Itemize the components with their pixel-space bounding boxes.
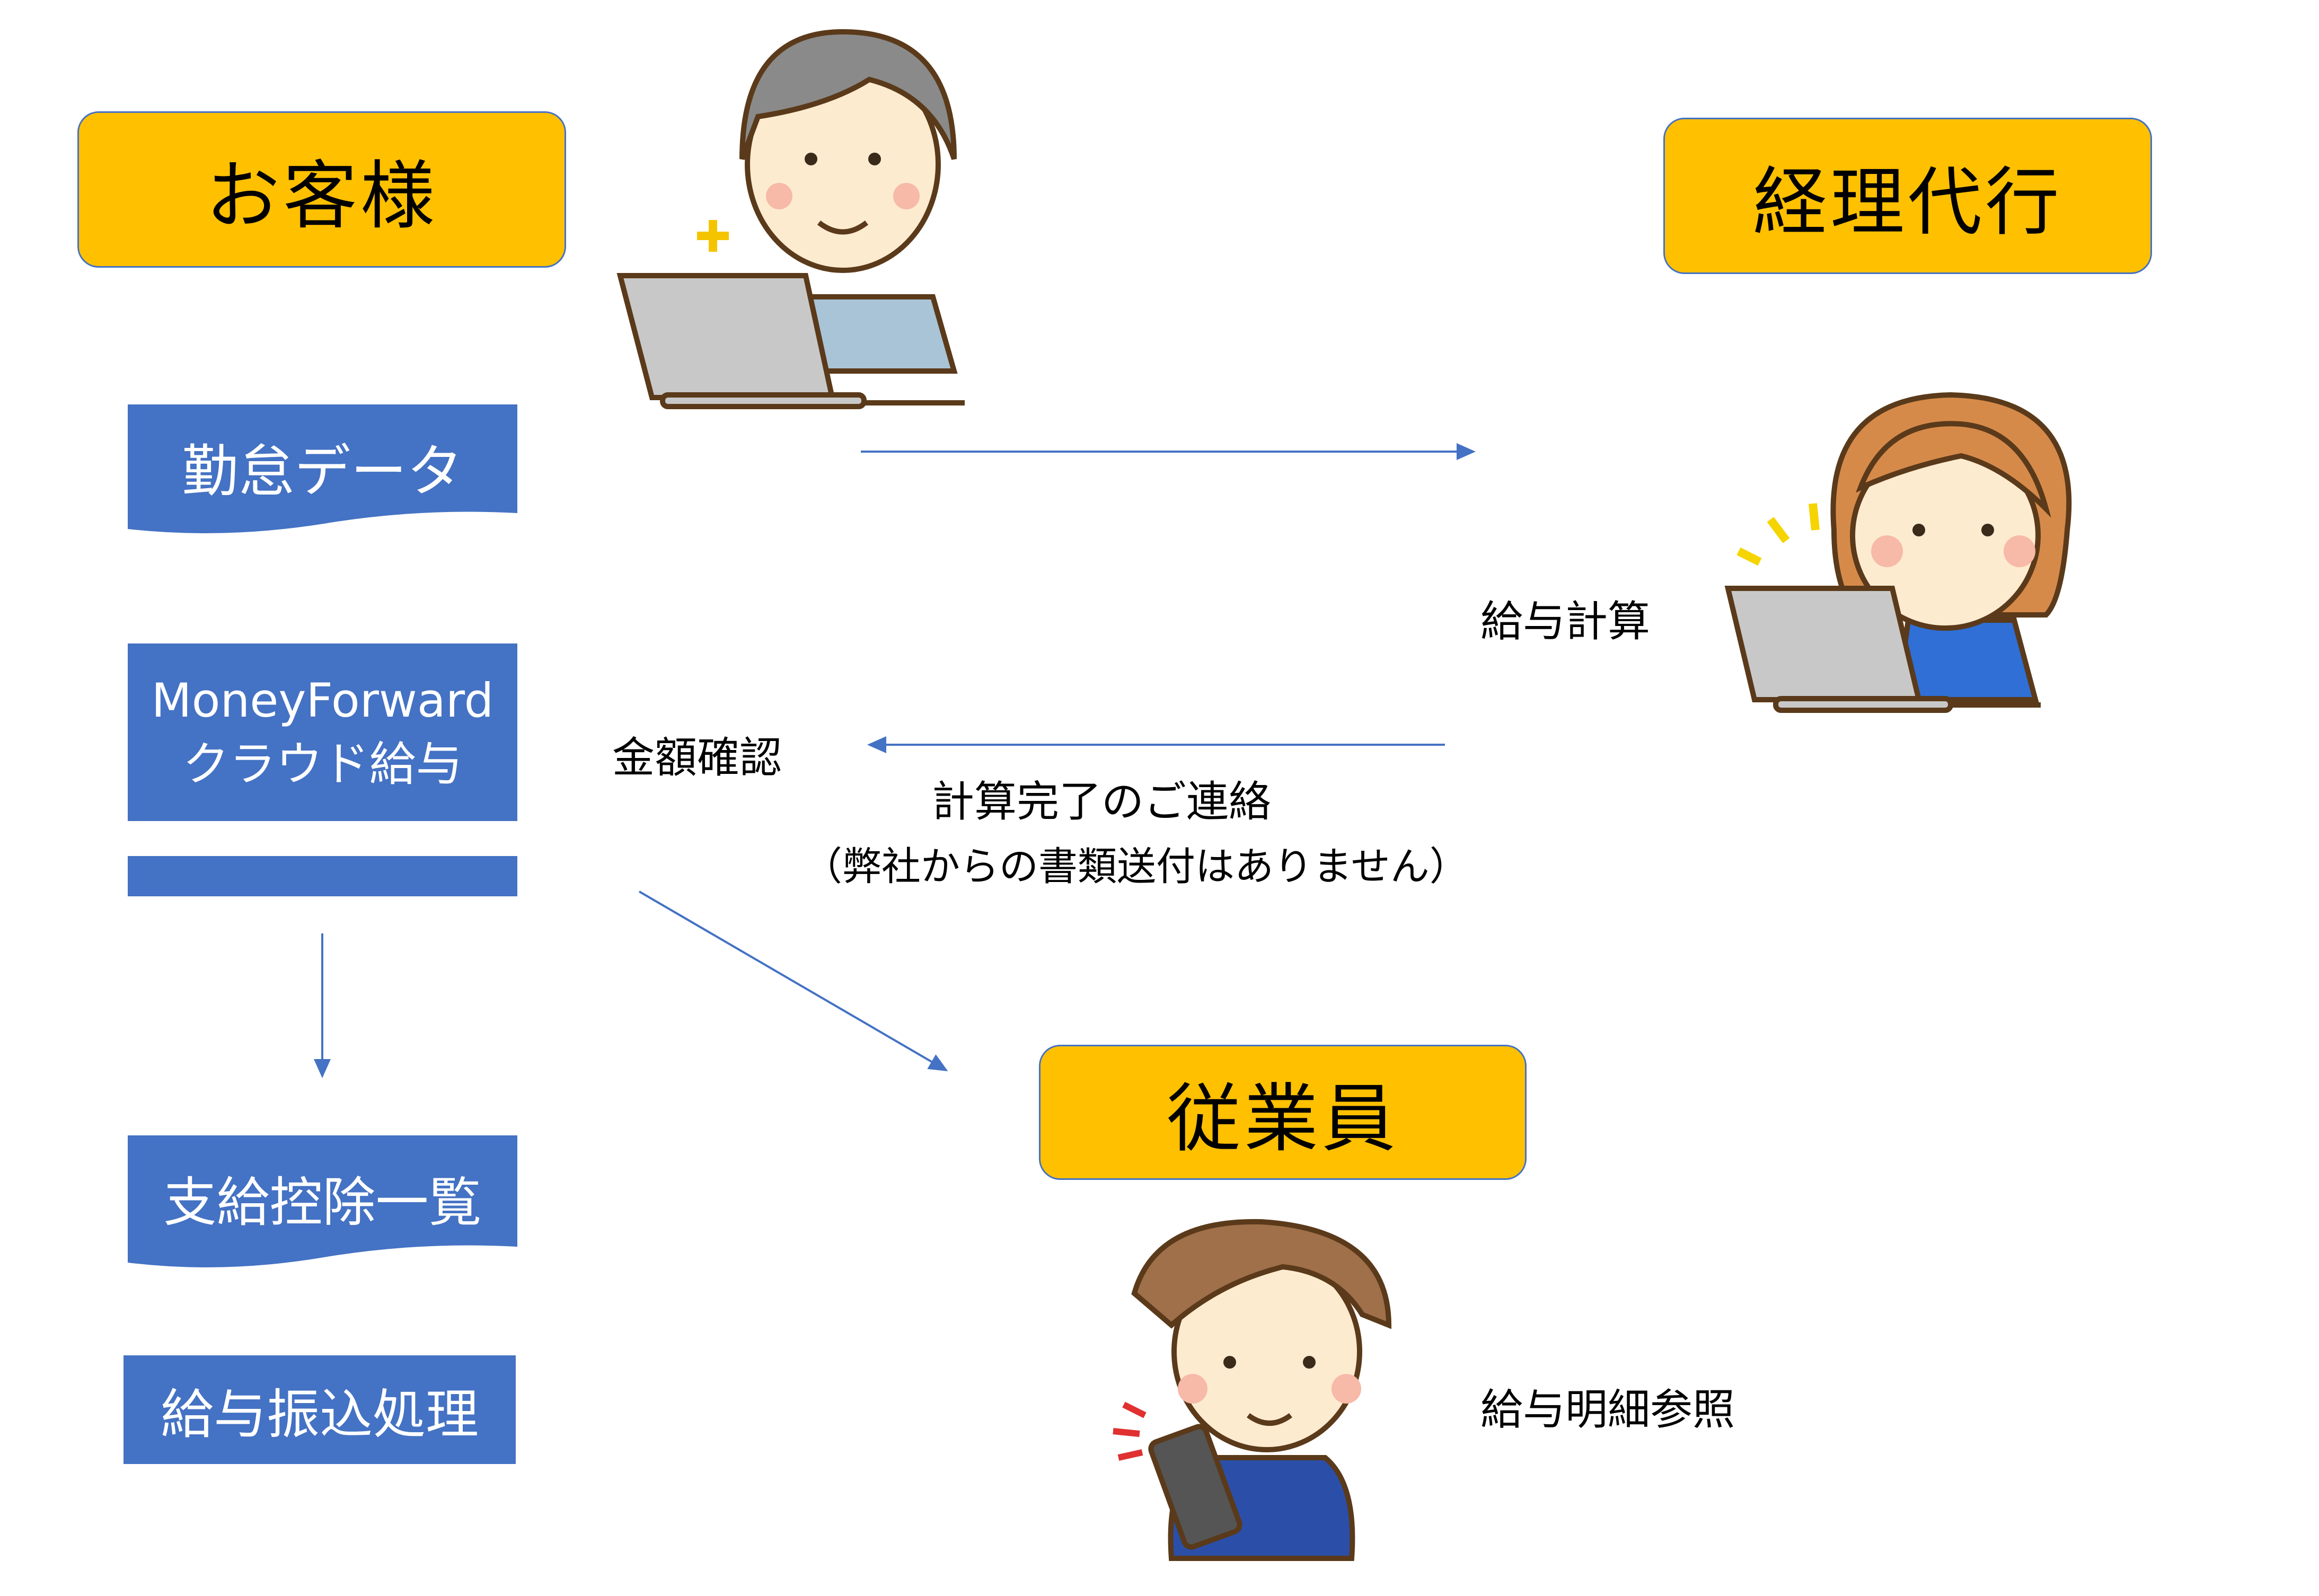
system-bar: [128, 856, 517, 896]
salary-transfer-box: 給与振込処理: [124, 1355, 516, 1464]
payroll-calculation-label: 給与計算: [1480, 597, 1650, 646]
employee-role-box: 従業員: [1039, 1045, 1527, 1180]
customer-role-box: お客様: [77, 111, 566, 268]
arrow-to-employee: [638, 890, 948, 1072]
customer-person-illustration: [616, 29, 965, 409]
no-documents-note-label: （弊社からの書類送付はありません）: [803, 844, 1469, 889]
system-name-line2: クラウド給与: [182, 736, 463, 791]
payslip-view-label: 給与明細参照: [1480, 1385, 1735, 1434]
moneyforward-cloud-payroll-box: MoneyForward クラウド給与: [128, 643, 517, 821]
system-name-line1: MoneyForward: [151, 673, 494, 728]
accounting-agent-role-label: 経理代行: [1752, 159, 2062, 246]
attendance-data-label: 勤怠データ: [182, 439, 463, 504]
customer-role-label: お客様: [205, 153, 438, 240]
calculation-complete-notice-label: 計算完了のご連絡: [932, 777, 1271, 826]
salary-transfer-label: 給与振込処理: [161, 1383, 479, 1445]
accountant-person-illustration: [1724, 392, 2072, 713]
attendance-data-document: 勤怠データ: [128, 404, 517, 537]
payment-deduction-list-label: 支給控除一覧: [163, 1171, 482, 1233]
employee-role-label: 従業員: [1166, 1075, 1399, 1162]
employee-person-illustration: [1113, 1219, 1392, 1561]
document-shape: [128, 404, 517, 533]
document-shape: [128, 1135, 517, 1267]
amount-confirmation-label: 金額確認: [612, 733, 782, 782]
payment-deduction-list-document: 支給控除一覧: [128, 1135, 517, 1272]
accounting-agent-role-box: 経理代行: [1663, 118, 2152, 274]
